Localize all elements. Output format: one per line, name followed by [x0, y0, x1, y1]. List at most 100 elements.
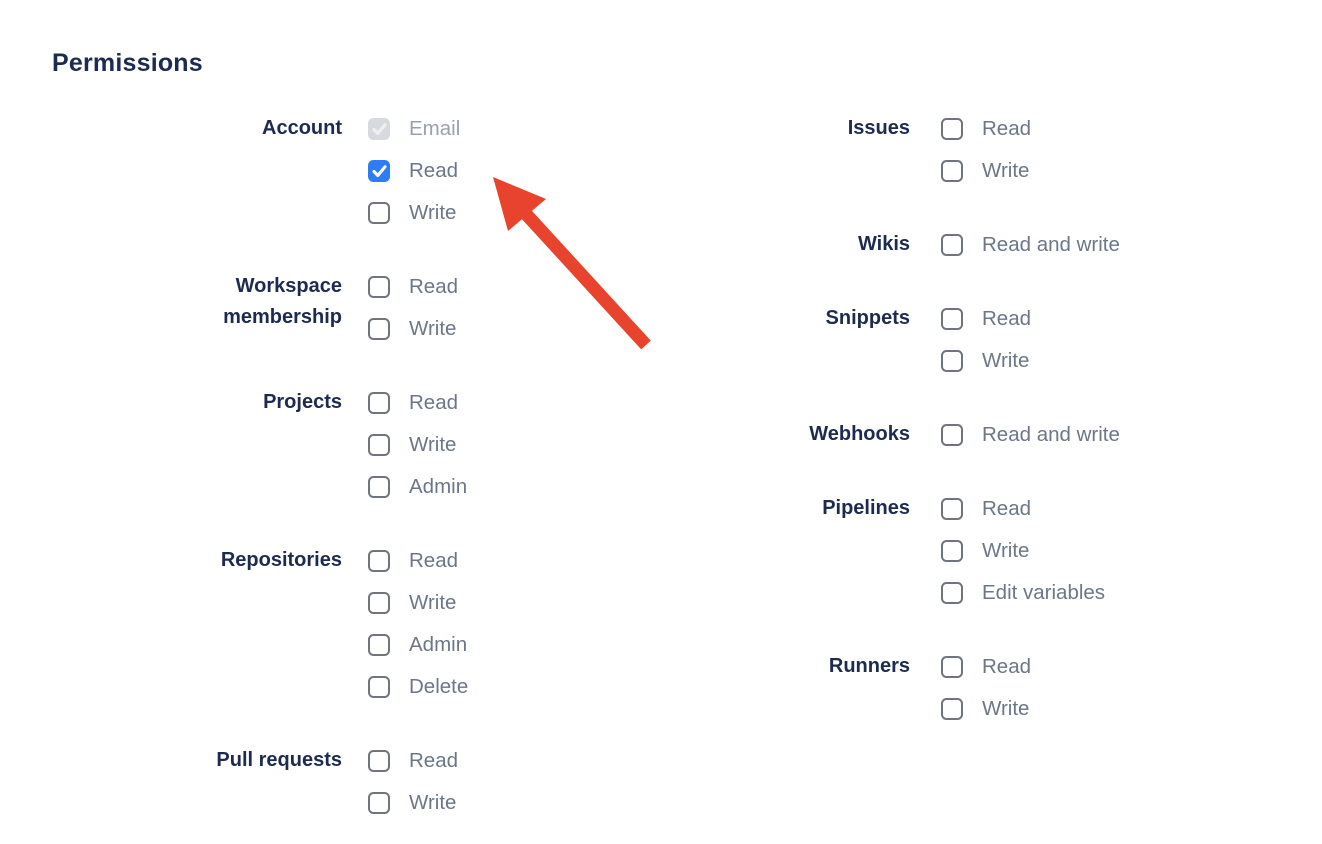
projects-read-checkbox[interactable]	[368, 392, 390, 414]
checkbox-label-repositories-delete: Delete	[409, 674, 469, 698]
permission-group-label-issues: Issues	[847, 117, 910, 139]
checkbox-option-snippets-read[interactable]: Read	[941, 298, 1031, 340]
checkbox-option-repositories-write[interactable]: Write	[368, 582, 468, 624]
projects-admin-checkbox[interactable]	[368, 476, 390, 498]
page-title: Permissions	[52, 49, 203, 77]
permission-group-label-wikis: Wikis	[857, 233, 910, 255]
permission-group-label-pipelines: Pipelines	[822, 497, 910, 519]
checkbox-option-pipelines-read[interactable]: Read	[941, 488, 1105, 530]
checkbox-label-snippets-write: Write	[982, 348, 1030, 372]
checkbox-label-pipelines-read: Read	[982, 496, 1032, 520]
pipelines-edit-variables-checkbox[interactable]	[941, 582, 963, 604]
checkbox-option-snippets-write[interactable]: Write	[941, 340, 1031, 382]
checkbox-label-pull-requests-read: Read	[409, 748, 459, 772]
checkbox-option-workspace-membership-write[interactable]: Write	[368, 308, 458, 350]
issues-write-checkbox[interactable]	[941, 160, 963, 182]
permission-group-label-runners: Runners	[828, 655, 910, 677]
check-icon	[371, 122, 387, 135]
repositories-admin-checkbox[interactable]	[368, 634, 390, 656]
account-email-checkbox	[368, 118, 390, 140]
snippets-read-checkbox[interactable]	[941, 308, 963, 330]
check-icon	[371, 164, 387, 177]
checkbox-label-runners-write: Write	[982, 696, 1030, 720]
checkbox-label-wikis-read-and-write: Read and write	[982, 232, 1120, 256]
checkbox-option-repositories-read[interactable]: Read	[368, 540, 468, 582]
issues-read-checkbox[interactable]	[941, 118, 963, 140]
checkbox-label-issues-write: Write	[982, 158, 1030, 182]
permission-group-wikis: Wikis Read and write	[770, 224, 1120, 266]
account-write-checkbox[interactable]	[368, 202, 390, 224]
permission-group-label-pull-requests: Pull requests	[216, 749, 342, 771]
pipelines-write-checkbox[interactable]	[941, 540, 963, 562]
wikis-read-and-write-checkbox[interactable]	[941, 234, 963, 256]
pipelines-read-checkbox[interactable]	[941, 498, 963, 520]
projects-write-checkbox[interactable]	[368, 434, 390, 456]
permission-options-webhooks: Read and write	[941, 414, 1120, 456]
checkbox-label-runners-read: Read	[982, 654, 1032, 678]
checkbox-label-account-write: Write	[409, 200, 457, 224]
runners-read-checkbox[interactable]	[941, 656, 963, 678]
account-read-checkbox[interactable]	[368, 160, 390, 182]
checkbox-option-projects-admin[interactable]: Admin	[368, 466, 467, 508]
checkbox-label-projects-write: Write	[409, 432, 457, 456]
repositories-read-checkbox[interactable]	[368, 550, 390, 572]
checkbox-option-runners-write[interactable]: Write	[941, 688, 1031, 730]
checkbox-label-projects-admin: Admin	[409, 474, 468, 498]
checkbox-option-repositories-admin[interactable]: Admin	[368, 624, 468, 666]
checkbox-label-account-email: Email	[409, 116, 461, 140]
checkbox-option-webhooks-read-and-write[interactable]: Read and write	[941, 414, 1120, 456]
checkbox-label-snippets-read: Read	[982, 306, 1032, 330]
workspace-membership-read-checkbox[interactable]	[368, 276, 390, 298]
checkbox-option-wikis-read-and-write[interactable]: Read and write	[941, 224, 1120, 266]
checkbox-option-account-email: Email	[368, 108, 460, 150]
checkbox-label-pipelines-write: Write	[982, 538, 1030, 562]
checkbox-option-projects-write[interactable]: Write	[368, 424, 467, 466]
checkbox-option-workspace-membership-read[interactable]: Read	[368, 266, 458, 308]
runners-write-checkbox[interactable]	[941, 698, 963, 720]
checkbox-option-issues-read[interactable]: Read	[941, 108, 1031, 150]
checkbox-option-pipelines-write[interactable]: Write	[941, 530, 1105, 572]
snippets-write-checkbox[interactable]	[941, 350, 963, 372]
permission-group-label-repositories: Repositories	[220, 549, 342, 571]
checkbox-option-account-write[interactable]: Write	[368, 192, 460, 234]
checkbox-option-repositories-delete[interactable]: Delete	[368, 666, 468, 708]
permission-group-label-account: Account	[262, 117, 342, 139]
workspace-membership-write-checkbox[interactable]	[368, 318, 390, 340]
checkbox-option-pipelines-edit-variables[interactable]: Edit variables	[941, 572, 1105, 614]
checkbox-option-account-read[interactable]: Read	[368, 150, 460, 192]
checkbox-label-repositories-admin: Admin	[409, 632, 468, 656]
checkbox-option-projects-read[interactable]: Read	[368, 382, 467, 424]
permission-group-label-workspace-membership: Workspace membership	[223, 275, 342, 328]
checkbox-label-pull-requests-write: Write	[409, 790, 457, 814]
permission-group-label-projects: Projects	[263, 391, 342, 413]
checkbox-option-pull-requests-read[interactable]: Read	[368, 740, 458, 782]
pull-requests-read-checkbox[interactable]	[368, 750, 390, 772]
webhooks-read-and-write-checkbox[interactable]	[941, 424, 963, 446]
checkbox-option-runners-read[interactable]: Read	[941, 646, 1031, 688]
permission-options-wikis: Read and write	[941, 224, 1120, 266]
pull-requests-write-checkbox[interactable]	[368, 792, 390, 814]
repositories-write-checkbox[interactable]	[368, 592, 390, 614]
checkbox-option-issues-write[interactable]: Write	[941, 150, 1031, 192]
checkbox-label-pipelines-edit-variables: Edit variables	[982, 580, 1106, 604]
checkbox-option-pull-requests-write[interactable]: Write	[368, 782, 458, 824]
repositories-delete-checkbox[interactable]	[368, 676, 390, 698]
